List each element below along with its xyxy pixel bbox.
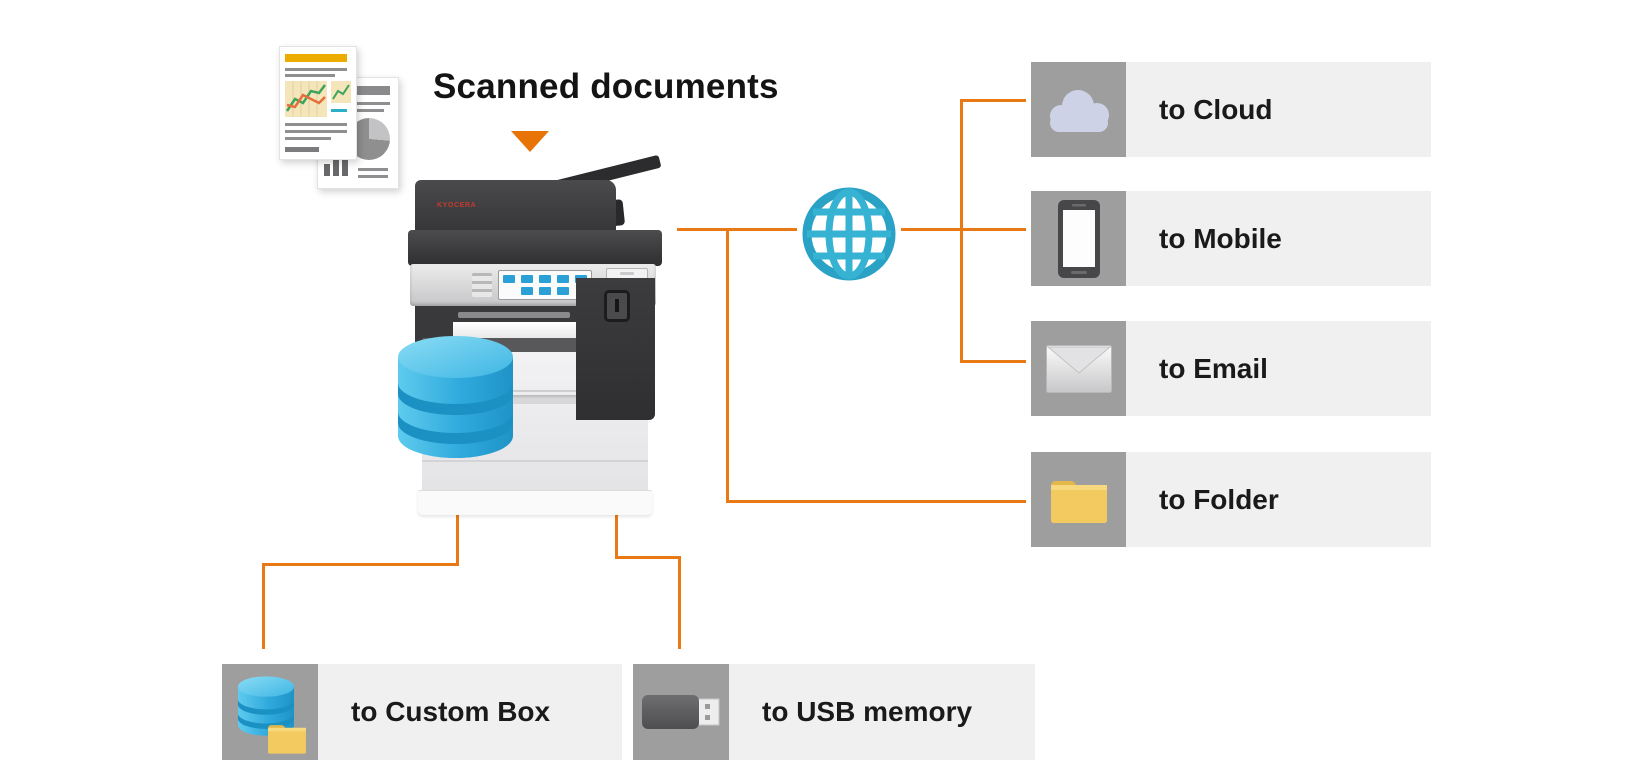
envelope-icon [1031, 321, 1126, 416]
connector-printer-to-globe [677, 228, 797, 231]
destination-row-usb-memory: to USB memory [633, 664, 1035, 760]
printer-control-panel [410, 264, 656, 306]
destination-row-cloud: to Cloud [1031, 62, 1431, 157]
destination-label: to Mobile [1126, 191, 1431, 286]
destination-label: to Email [1126, 321, 1431, 416]
printer-right-pillar [576, 278, 655, 420]
connector-network-vertical [960, 99, 963, 363]
doc-header-bar [285, 54, 347, 62]
printer-adf: KYOCERA [415, 180, 616, 236]
database-folder-icon [222, 664, 318, 760]
usb-port [604, 290, 630, 322]
connector-globe-to-mobile [901, 228, 1026, 231]
printer-keypad [472, 273, 492, 297]
document-page-front [279, 46, 357, 160]
destination-label: to Custom Box [318, 664, 622, 760]
destination-row-email: to Email [1031, 321, 1431, 416]
connector-custombox-horizontal [262, 563, 459, 566]
connector-folder-vertical [726, 228, 729, 503]
usb-drive-icon [633, 664, 729, 760]
destination-row-folder: to Folder [1031, 452, 1431, 547]
smartphone-icon [1031, 191, 1126, 286]
cloud-icon [1031, 62, 1126, 157]
destination-label: to Folder [1126, 452, 1431, 547]
mini-chart-graphic [331, 81, 351, 103]
printer-brand-logo: KYOCERA [437, 202, 477, 209]
connector-to-email [960, 360, 1026, 363]
doc-header-bar [356, 86, 390, 95]
destination-row-custom-box: to Custom Box [222, 664, 622, 760]
connector-to-folder [726, 500, 1026, 503]
connector-usb-vertical2 [678, 556, 681, 649]
database-icon [398, 336, 513, 458]
connector-to-cloud [960, 99, 1026, 102]
printer-scanner-deck [408, 230, 662, 266]
destination-label: to USB memory [729, 664, 1035, 760]
destination-row-mobile: to Mobile [1031, 191, 1431, 286]
bar-chart-graphic [324, 156, 348, 176]
line-chart-graphic [285, 81, 327, 117]
destination-label: to Cloud [1126, 62, 1431, 157]
folder-icon [1031, 452, 1126, 547]
globe-icon [802, 187, 896, 281]
arrow-down-icon [511, 131, 549, 152]
printer-base [418, 490, 652, 515]
diagram-title: Scanned documents [433, 67, 779, 106]
connector-usb-horizontal [615, 556, 681, 559]
printer-tray-handle [480, 395, 584, 404]
connector-custombox-vertical2 [262, 563, 265, 649]
